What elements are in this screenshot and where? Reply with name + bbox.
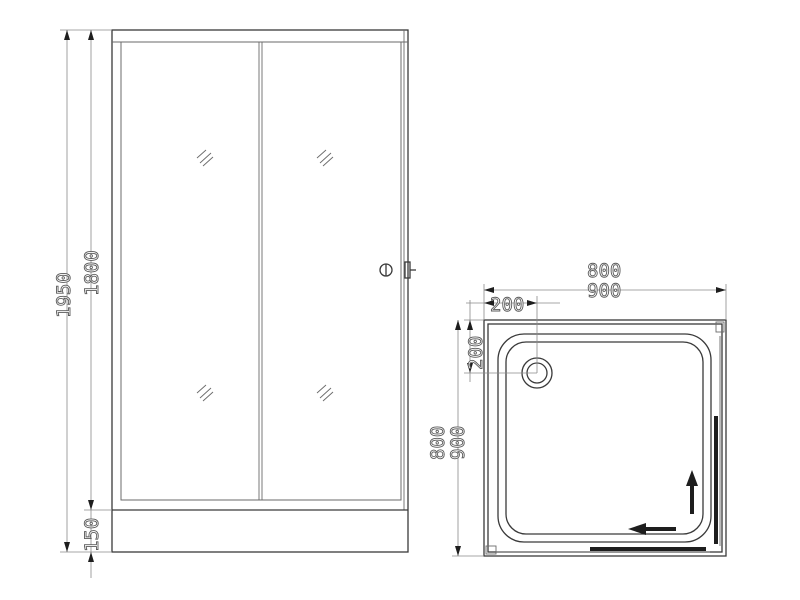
door-track-bottom (590, 547, 706, 551)
dim-200-x-label: 200 (490, 294, 524, 316)
cabin-inner-frame (120, 41, 402, 501)
glass-hatch-icon (196, 384, 214, 402)
door-track-right (714, 416, 718, 544)
dimension-tray-height: 150 (81, 510, 103, 578)
door-panel-left (120, 41, 260, 501)
front-view: 1950 1800 150 (53, 29, 416, 578)
dimension-door-height: 1800 (81, 30, 112, 511)
tray-outer (483, 319, 727, 557)
cabin-outer-frame (111, 29, 409, 553)
dim-900-top-label: 900 (587, 280, 621, 302)
tray-rim (487, 323, 723, 553)
glass-hatch-icon (316, 149, 334, 167)
dimension-drain-y: 200 (464, 300, 537, 382)
door-panel-right (261, 41, 402, 501)
dim-150-label: 150 (81, 518, 103, 552)
dim-1800-label: 1800 (81, 250, 103, 296)
dimension-drain-x: 200 (466, 294, 560, 373)
dim-800-top-label: 800 (587, 260, 621, 282)
dimension-depth: 800 900 (427, 320, 484, 557)
door-handle-icon (379, 261, 416, 279)
glass-hatch-icon (316, 384, 334, 402)
slide-arrow-up-icon (686, 470, 698, 514)
slide-arrow-left-icon (628, 523, 676, 535)
dimension-total-height: 1950 (53, 29, 112, 553)
corner-bracket-top-right (715, 321, 725, 333)
dim-200-y-label: 200 (465, 336, 487, 370)
dim-800-side-label: 800 (427, 426, 449, 460)
dimension-width: 800 900 (483, 260, 727, 320)
corner-bracket-bottom-left (485, 545, 497, 555)
dim-1950-label: 1950 (53, 272, 75, 318)
tray-basin-inner (505, 341, 704, 535)
plan-view: 800 900 200 200 800 900 (427, 260, 727, 557)
glass-hatch-icon (196, 149, 214, 167)
tray-basin-outer (497, 333, 712, 543)
dim-900-side-label: 900 (447, 426, 469, 460)
